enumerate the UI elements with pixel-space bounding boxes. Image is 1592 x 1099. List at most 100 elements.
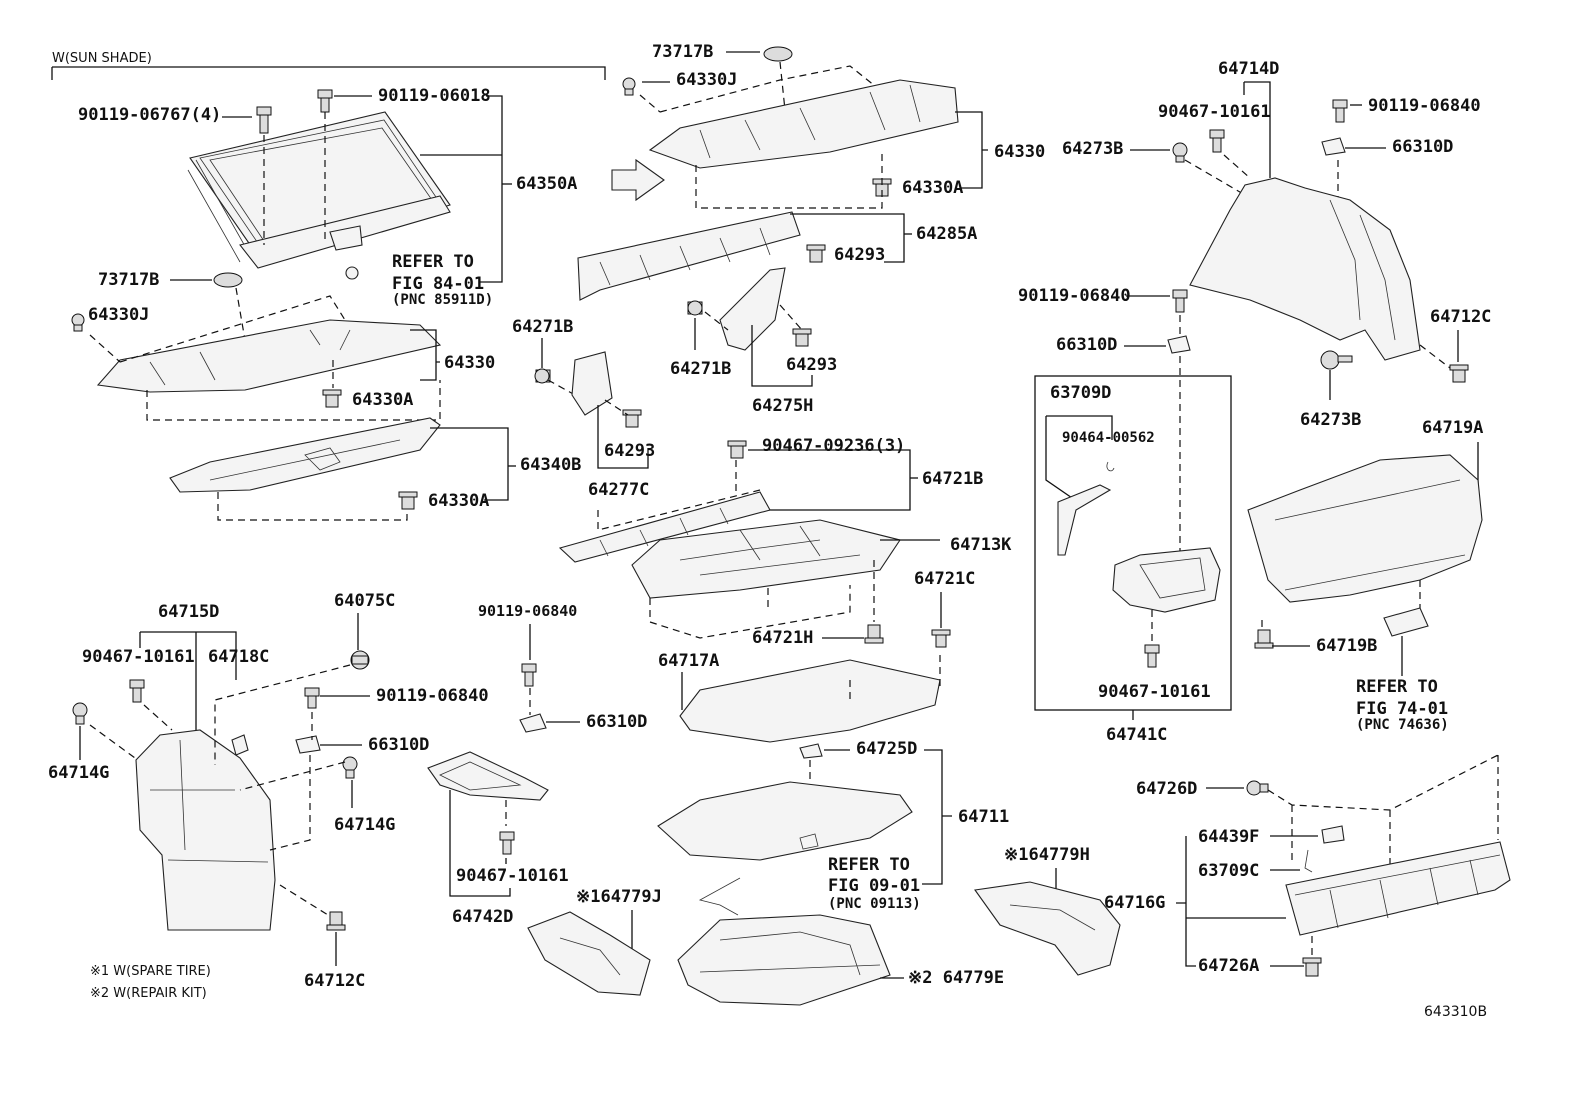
part-label: 64439F [1198,827,1259,847]
part-label: 66310D [586,712,647,732]
bracket-center [719,267,786,351]
part-label: 64718C [208,647,269,667]
screw-icon [622,77,636,96]
clip-icon [322,389,342,408]
part-label: ※164779H [1004,845,1090,865]
clip-icon [519,713,547,733]
clip-icon [799,743,823,759]
bolt-icon [1144,644,1160,668]
screw-icon [342,756,358,779]
refer-note-line2: FIG 84-01 [392,274,484,294]
part-label: 64330 [444,353,495,373]
clip-icon [326,911,346,931]
scuff-plate [1285,841,1511,936]
part-label: 64741C [1106,725,1167,745]
refer-note-line1: REFER TO [1356,677,1438,697]
part-label: ※2 64779E [908,968,1004,988]
luggage-rail [558,491,771,563]
bolt-icon [1209,129,1225,153]
part-label: 90119-06840 [376,686,489,706]
part-label: 64719B [1316,636,1377,656]
handle-cover [1383,607,1429,637]
side-trim-panel [135,729,276,931]
part-label: 73717B [98,270,159,290]
part-label: 90467-10161 [82,647,195,667]
note-2: ※2 W(REPAIR KIT) [90,986,207,1001]
part-label: 64271B [670,359,731,379]
part-label: 90467-10161 [1158,102,1271,122]
refer-note-line3: (PNC 74636) [1356,717,1449,733]
part-label: 64275H [752,396,813,416]
part-label: 66310D [368,735,429,755]
side-tray [427,751,549,801]
tool-tray-right [974,881,1121,976]
part-label: 64719A [1422,418,1483,438]
section-bracket [51,66,606,80]
part-label: 64721B [922,469,983,489]
bracket-strap [1057,484,1112,556]
clip-icon [398,491,418,510]
part-label: 64714G [48,763,109,783]
bolt-icon [304,687,320,709]
part-label: ※164779J [576,887,662,907]
part-label: 64075C [334,591,395,611]
section-header: W(SUN SHADE) [52,51,152,66]
part-label: 64273B [1062,139,1123,159]
floor-cover [631,519,901,599]
part-label: 73717B [652,42,713,62]
refer-note-line2: FIG 74-01 [1356,699,1448,719]
part-label: 90119-06767(4) [78,105,221,125]
arrow-right-icon [611,158,665,202]
part-label: 64721H [752,628,813,648]
part-label: 64721C [914,569,975,589]
bolt-icon [521,663,537,687]
clip-icon [1321,137,1346,156]
clip-icon [727,440,747,459]
deck-board [679,659,941,743]
bolt-icon [317,89,333,113]
part-label: 64330J [676,70,737,90]
clip-icon [1321,825,1345,844]
clip-icon [792,328,812,347]
clip-icon [1302,957,1322,977]
bolt-icon [1172,289,1188,313]
clip-icon [534,368,551,384]
refer-note-line1: REFER TO [392,252,474,272]
part-label: 64330J [88,305,149,325]
part-label: 64350A [516,174,577,194]
bolt-icon [499,831,515,855]
clip-icon [295,735,321,754]
package-tray-trim [96,319,442,393]
part-label: 64716G [1104,893,1165,913]
push-pin-icon [1320,350,1353,370]
part-label: 90464-00562 [1062,430,1155,446]
part-label: 64712C [1430,307,1491,327]
part-label: 64713K [950,535,1012,555]
part-label: 64714D [1218,59,1279,79]
screw-icon [72,702,88,725]
screw-icon [1172,142,1188,163]
clip-icon [350,650,370,670]
tray-rail [577,211,801,301]
part-label: 66310D [1056,335,1117,355]
part-label: 64725D [856,739,917,759]
refer-note-line3: (PNC 09113) [828,896,921,912]
trunk-mat [657,781,913,861]
part-label: 64712C [304,971,365,991]
part-label: 63709C [1198,861,1259,881]
storage-box [1112,547,1221,613]
part-label: 90119-06840 [478,602,577,620]
part-label: 64717A [658,651,719,671]
part-label: 64726A [1198,956,1259,976]
clip-icon [806,244,826,263]
part-label: 64711 [958,807,1009,827]
hook-icon [1304,849,1313,873]
refer-note-line3: (PNC 85911D) [392,292,493,308]
bracket-left [571,351,613,416]
sun-shade-assembly [187,111,451,280]
part-label: 66310D [1392,137,1453,157]
clip-icon [1449,364,1469,383]
part-label: 63709D [1050,383,1111,403]
